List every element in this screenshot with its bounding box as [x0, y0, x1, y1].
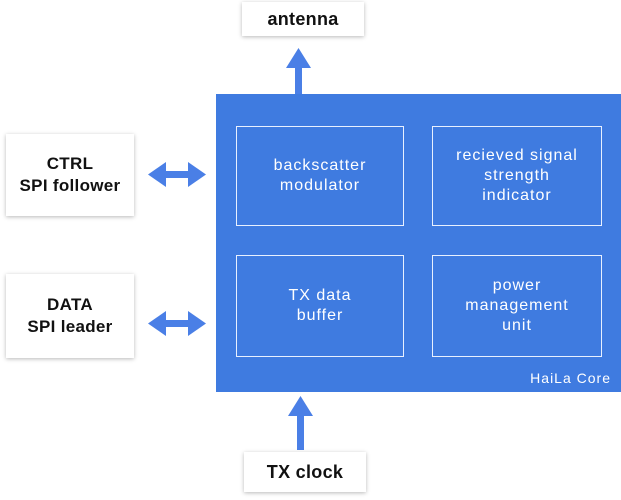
block-line: TX data: [288, 287, 352, 304]
ctrl-double-arrow: [148, 162, 206, 187]
data-label: DATA: [47, 295, 93, 314]
block-line: modulator: [279, 177, 361, 194]
data-double-arrow: [148, 311, 206, 336]
haila-core-block: backscatter modulator recieved signal st…: [216, 94, 621, 392]
block-line: strength: [484, 167, 550, 184]
block-line: recieved signal: [456, 147, 578, 164]
rssi-block: recieved signal strength indicator: [432, 126, 602, 226]
block-line: buffer: [296, 307, 344, 324]
power-management-unit-block: power management unit: [432, 255, 602, 357]
tx-clock-arrow: [288, 396, 313, 450]
core-label: HaiLa Core: [530, 370, 611, 386]
block-line: unit: [502, 317, 532, 334]
spi-leader-label: SPI leader: [27, 317, 113, 336]
spi-follower-label: SPI follower: [19, 176, 121, 195]
block-line: power: [492, 277, 542, 294]
block-line: backscatter: [273, 157, 367, 174]
tx-data-buffer-block: TX data buffer: [236, 255, 404, 357]
backscatter-modulator-block: backscatter modulator: [236, 126, 404, 226]
ctrl-spi-follower-box: CTRL SPI follower: [6, 134, 134, 216]
block-line: indicator: [482, 187, 552, 204]
tx-clock-label: TX clock: [266, 462, 344, 482]
antenna-box: antenna: [242, 2, 364, 36]
ctrl-label: CTRL: [46, 154, 94, 173]
tx-clock-box: TX clock: [244, 452, 366, 492]
block-line: management: [465, 297, 569, 314]
antenna-label: antenna: [267, 9, 339, 29]
antenna-arrow: [286, 48, 311, 94]
data-spi-leader-box: DATA SPI leader: [6, 274, 134, 358]
